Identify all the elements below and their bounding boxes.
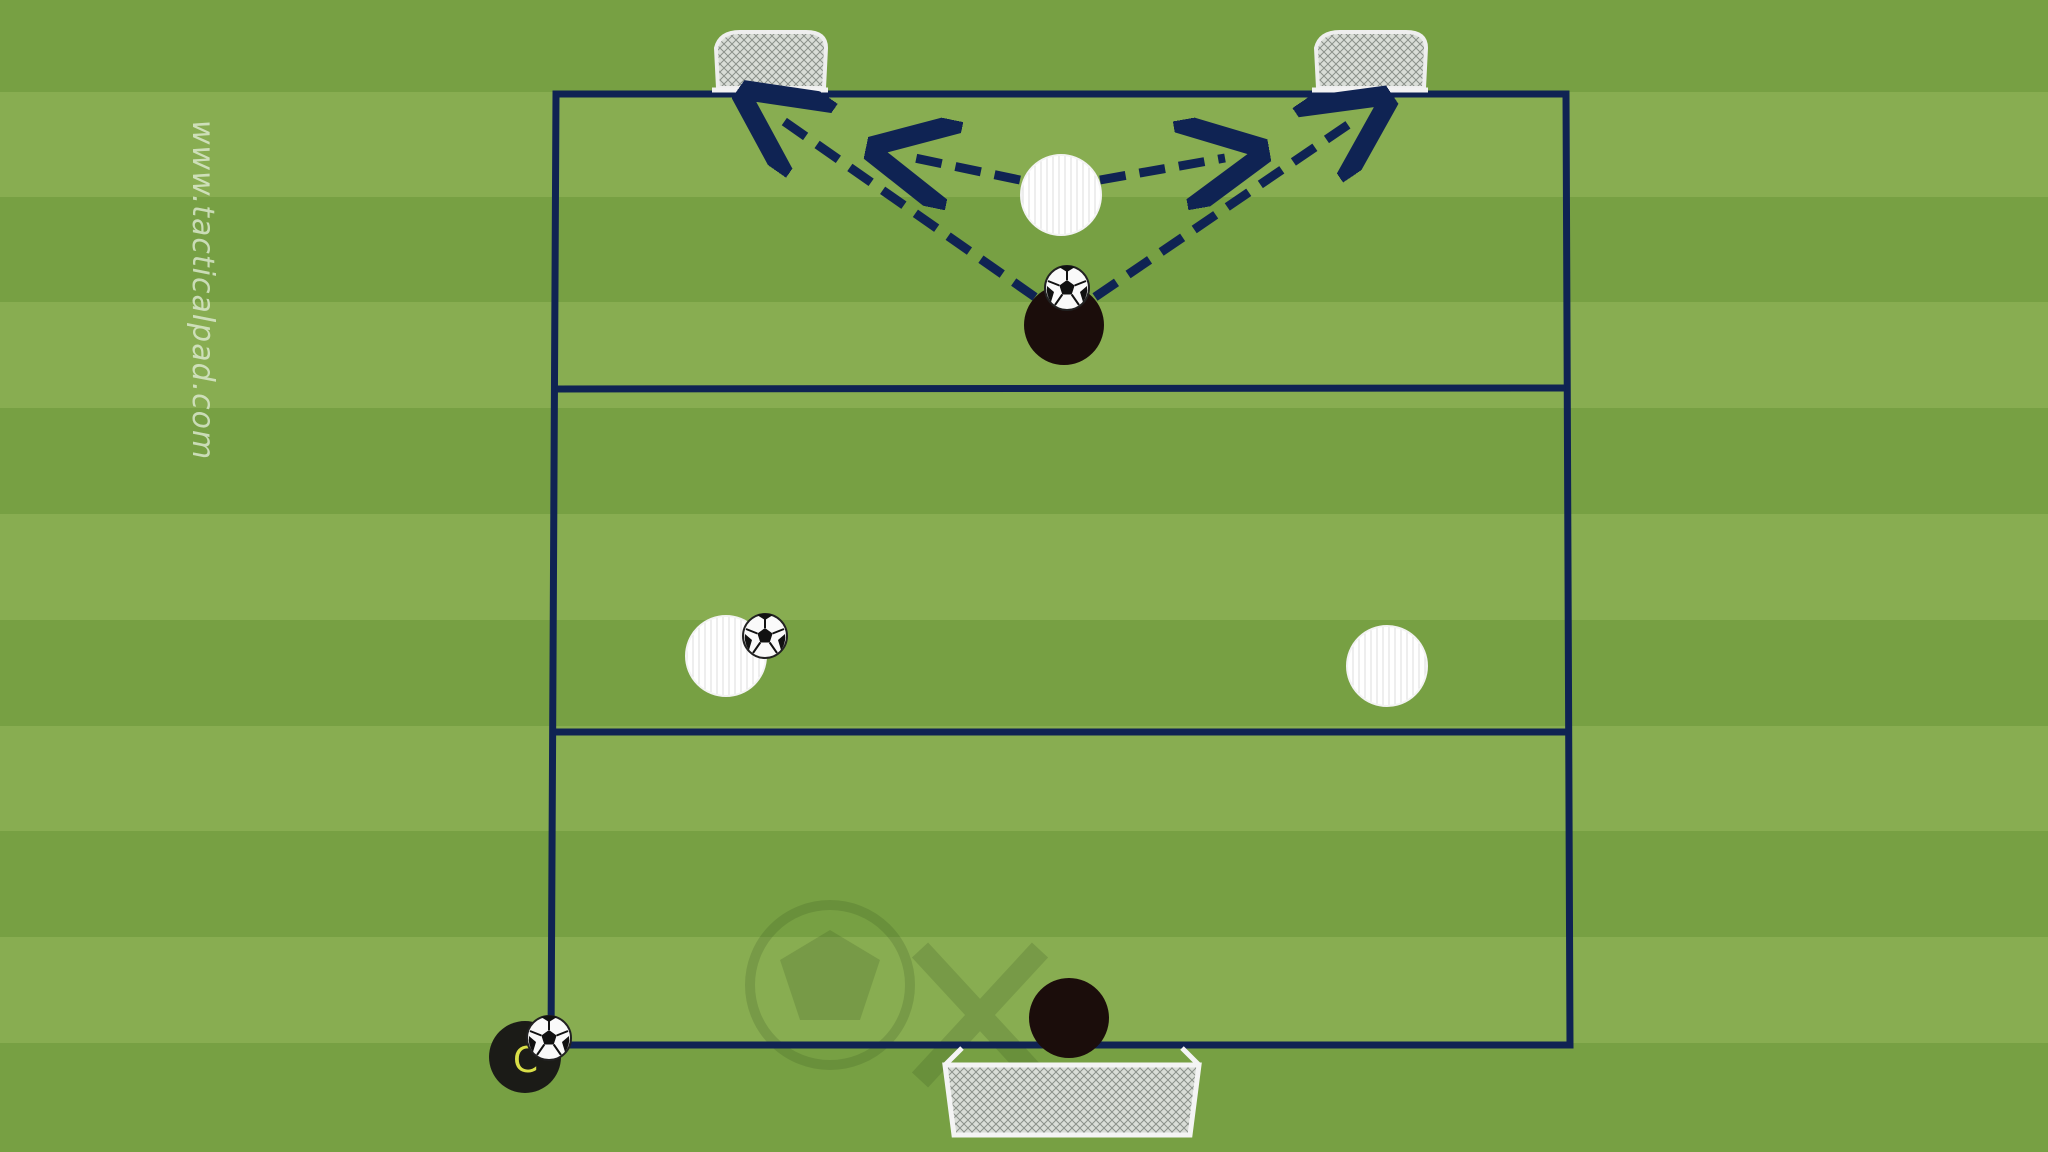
- arrow-to-top-left-goal: [775, 115, 1038, 301]
- player-white-right: [1346, 625, 1428, 707]
- player-white-top: [1020, 154, 1102, 236]
- ball-icon: [526, 1014, 572, 1061]
- watermark-text: www.tacticalpad.com: [185, 120, 220, 461]
- player-black-top: [1024, 285, 1104, 365]
- pass-arrows: [775, 115, 1355, 301]
- arrow-right-short: [1099, 158, 1225, 180]
- goalkeeper-black: [1029, 978, 1109, 1058]
- top-left-mini-goal: [712, 30, 829, 93]
- field-lines: [547, 90, 1574, 1049]
- zone-line-top: [555, 384, 1567, 393]
- top-right-mini-goal: [1312, 30, 1429, 93]
- players: C: [489, 154, 1428, 1093]
- field-boundary: [547, 90, 1574, 1049]
- arrow-left-short: [910, 157, 1021, 180]
- logo-watermark-icon: [745, 900, 1049, 1088]
- bottom-goal: [942, 1046, 1202, 1138]
- arrow-to-top-right-goal: [1092, 120, 1355, 301]
- ball-icon: [742, 612, 788, 659]
- ball-icon: [1044, 264, 1090, 311]
